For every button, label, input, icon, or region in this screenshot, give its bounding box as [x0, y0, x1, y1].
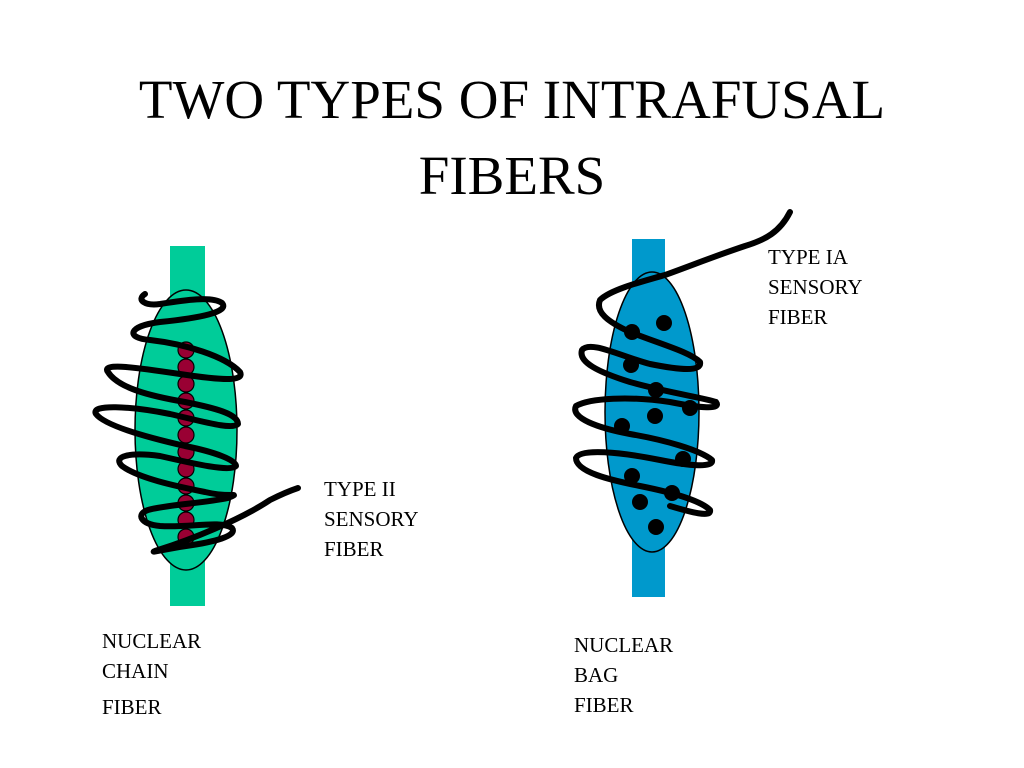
- bag-nucleus: [632, 494, 648, 510]
- label-line: NUCLEAR: [574, 633, 674, 657]
- label-line: TYPE IA: [768, 245, 848, 269]
- label-line: TYPE II: [324, 477, 396, 501]
- nuclear-bag-fiber: [572, 209, 793, 597]
- label-line: BAG: [574, 663, 619, 687]
- bag-nucleus: [624, 468, 640, 484]
- label-line: FIBER: [324, 537, 384, 561]
- chain-nucleus: [177, 426, 195, 444]
- title-line-1: TWO TYPES OF INTRAFUSAL: [138, 69, 886, 130]
- nuclear-bag-fiber-label: NUCLEAR BAG FIBER: [574, 630, 673, 720]
- type-ia-sensory-fiber-label: TYPE IA SENSORY FIBER: [768, 242, 863, 332]
- label-line: FIBER: [768, 305, 828, 329]
- bag-nucleus: [647, 408, 663, 424]
- nuclear-chain-fiber-label: NUCLEAR CHAIN FIBER: [102, 626, 201, 722]
- type-ii-sensory-fiber-label: TYPE II SENSORY FIBER: [324, 474, 419, 564]
- slide-title: TWO TYPES OF INTRAFUSAL FIBERS: [0, 62, 1024, 214]
- bag-nucleus: [648, 519, 664, 535]
- type-ia-sensory-wrap: [572, 209, 793, 517]
- label-line: SENSORY: [324, 507, 419, 531]
- nuclear-chain-fiber: [92, 246, 301, 606]
- label-line: FIBER: [102, 695, 162, 719]
- label-line: FIBER: [574, 693, 634, 717]
- label-line: CHAIN: [102, 659, 169, 683]
- bag-nucleus: [656, 315, 672, 331]
- type-ii-sensory-wrap: [92, 291, 301, 555]
- title-line-2: FIBERS: [418, 145, 606, 206]
- label-line: NUCLEAR: [102, 629, 202, 653]
- label-line: SENSORY: [768, 275, 863, 299]
